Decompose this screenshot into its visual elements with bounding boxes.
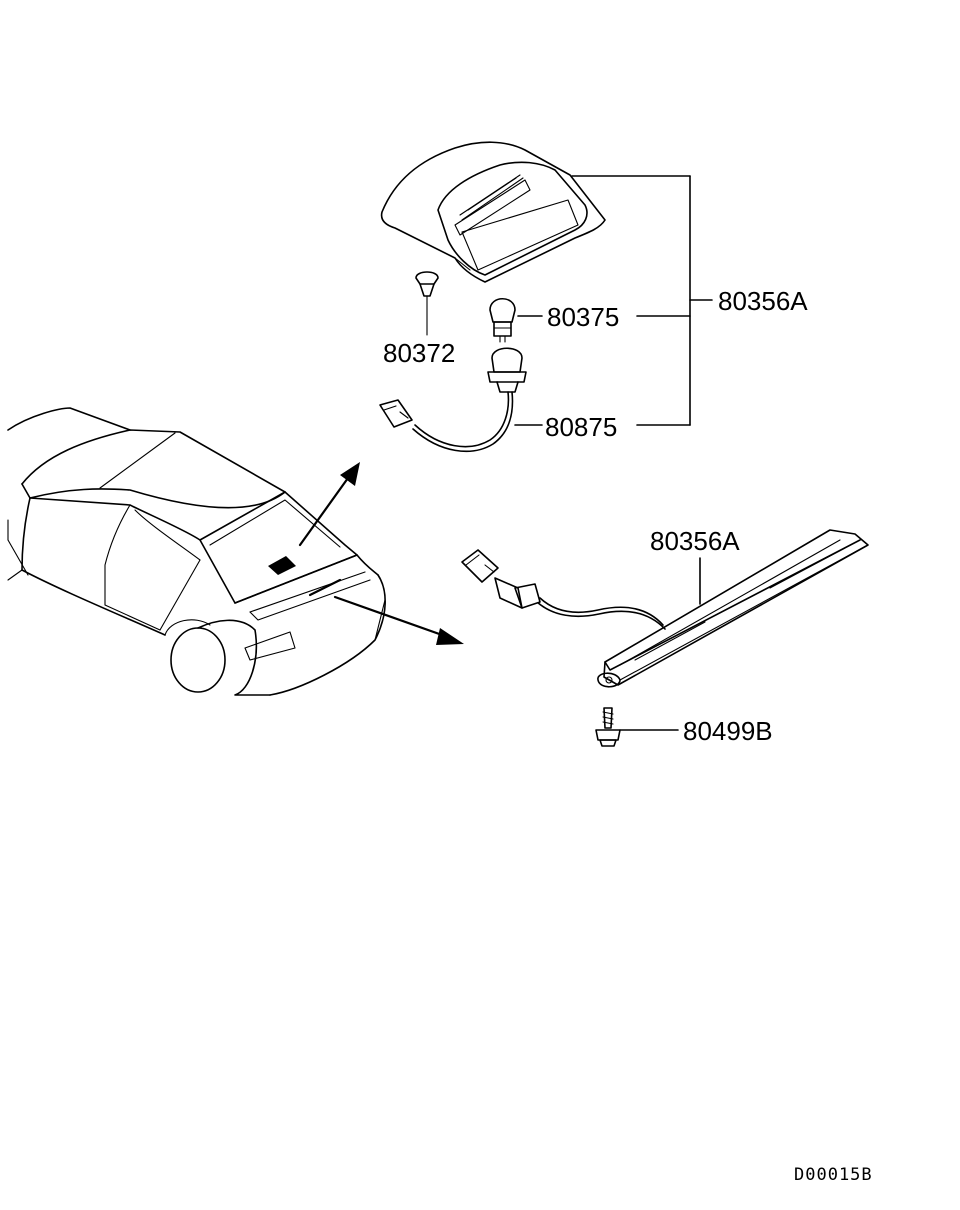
label-socket-harness: 80875	[545, 412, 617, 442]
label-lamp-assembly-top: 80356A	[718, 286, 808, 316]
socket-harness-part	[379, 347, 527, 453]
lamp-bar-assembly	[461, 529, 869, 688]
pointer-arrow-lower	[333, 595, 464, 645]
screw-part	[595, 707, 621, 747]
diagram-code: D00015B	[794, 1165, 873, 1185]
high-mount-lamp-housing	[380, 141, 606, 283]
label-bulb: 80375	[547, 302, 619, 332]
label-lamp-assembly-bottom: 80356A	[650, 526, 740, 556]
leader-lines-top	[514, 175, 713, 426]
label-screw: 80499B	[683, 716, 773, 746]
leader-lines-bottom	[619, 557, 701, 731]
clip-part	[415, 271, 439, 336]
pointer-arrow-upper	[298, 462, 360, 547]
label-clip: 80372	[383, 338, 455, 368]
bulb-part	[489, 297, 516, 343]
car-illustration	[7, 407, 386, 696]
